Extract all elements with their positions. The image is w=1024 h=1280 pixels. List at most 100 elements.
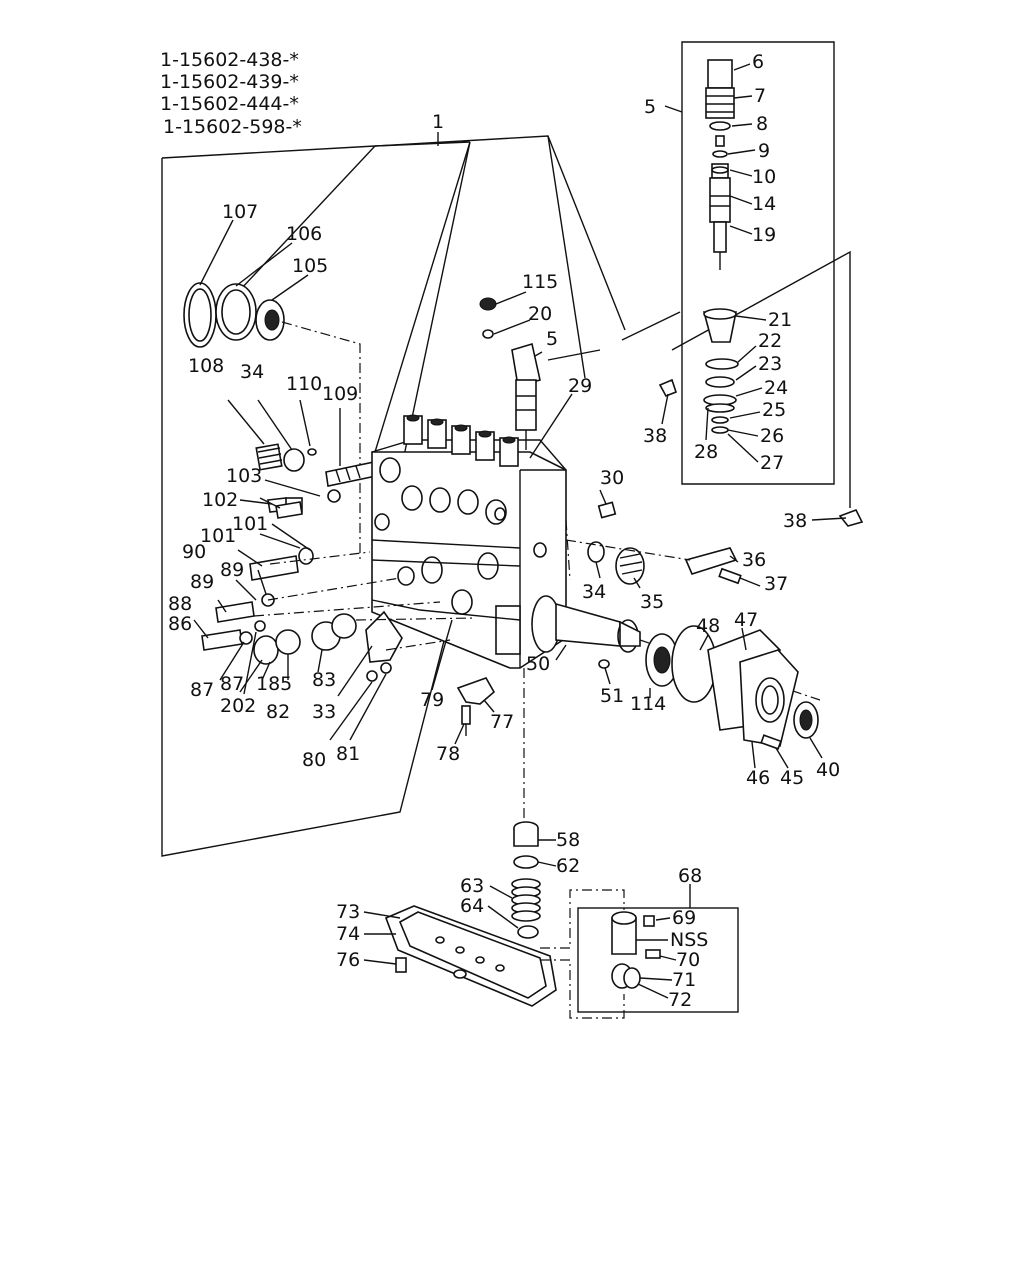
label-108: 108 [188,355,224,377]
label-86: 86 [168,613,192,635]
label-14: 14 [752,193,776,215]
label-110: 110 [286,373,322,395]
label-35: 35 [640,591,664,613]
plunger-spring [511,878,541,922]
label-7: 7 [754,85,766,107]
delivery-valve-frame [547,41,851,508]
label-nss: NSS [670,929,708,951]
label-51: 51 [600,685,624,707]
label-64: 64 [460,895,484,917]
label-20: 20 [528,303,552,325]
coupling-parts [565,489,761,589]
pump-body [371,291,573,669]
label-82: 82 [266,701,290,723]
label-25: 25 [762,399,786,421]
label-36: 36 [742,549,766,571]
header-part-number-3: 1-15602-444-* [160,93,299,115]
label-80: 80 [302,749,326,771]
label-89-left: 89 [190,571,214,593]
delivery-valve-parts [658,59,864,527]
part-labels: 1 5 6 7 8 9 10 14 19 21 22 23 24 25 26 2… [168,51,840,1011]
label-58: 58 [556,829,580,851]
label-38-left: 38 [643,425,667,447]
label-68: 68 [678,865,702,887]
label-114: 114 [630,693,666,715]
label-73: 73 [336,901,360,923]
tappet-parts [487,668,557,939]
label-107: 107 [222,201,258,223]
header-part-number-1: 1-15602-438-* [160,49,299,71]
label-83: 83 [312,669,336,691]
label-79: 79 [420,689,444,711]
label-202: 202 [220,695,256,717]
label-19: 19 [752,224,776,246]
label-101-left: 101 [200,525,236,547]
label-47: 47 [734,609,758,631]
label-185: 185 [256,673,292,695]
label-106: 106 [286,223,322,245]
label-24: 24 [764,377,788,399]
label-9: 9 [758,140,770,162]
label-5-inlet: 5 [546,328,558,350]
side-plugs [193,497,477,741]
label-72: 72 [668,989,692,1011]
label-70: 70 [676,949,700,971]
header-part-number-4: 1-15602-598-* [163,116,302,138]
label-38-right: 38 [783,510,807,532]
clip-38a [658,378,677,398]
label-62: 62 [556,855,580,877]
label-71: 71 [672,969,696,991]
label-10: 10 [752,166,776,188]
header-part-number-2: 1-15602-439-* [160,71,299,93]
injector-outlets [403,414,519,467]
label-1: 1 [432,111,444,133]
label-81: 81 [336,743,360,765]
label-101-right: 101 [232,513,268,535]
label-63: 63 [460,875,484,897]
label-33: 33 [312,701,336,723]
label-34-upper: 34 [240,361,264,383]
label-29: 29 [568,375,592,397]
label-87-left: 87 [190,679,214,701]
label-103: 103 [226,465,262,487]
label-28: 28 [694,441,718,463]
bearing-parts [183,219,361,560]
label-37: 37 [764,573,788,595]
label-77: 77 [490,711,514,733]
label-102: 102 [202,489,238,511]
assembly-outline [161,132,626,857]
label-21: 21 [768,309,792,331]
label-48: 48 [696,615,720,637]
clip-38b [838,508,864,527]
label-23: 23 [758,353,782,375]
roller-tappet-box [577,884,739,1013]
lower-clamp-parts [431,619,496,745]
governor-small-parts [227,399,377,513]
label-78: 78 [436,743,460,765]
label-69: 69 [672,907,696,929]
label-5-top: 5 [644,96,656,118]
label-74: 74 [336,923,360,945]
label-87-right: 87 [220,673,244,695]
label-6: 6 [752,51,764,73]
label-34-lower: 34 [582,581,606,603]
end-cover-parts [645,625,823,769]
label-90: 90 [182,541,206,563]
label-115: 115 [522,271,558,293]
bottom-cover [363,889,625,1019]
label-40: 40 [816,759,840,781]
label-8: 8 [756,113,768,135]
label-89-right: 89 [220,559,244,581]
label-30: 30 [600,467,624,489]
label-45: 45 [780,767,804,789]
label-105: 105 [292,255,328,277]
delivery-valve-holder [707,59,733,89]
label-109: 109 [322,383,358,405]
label-27: 27 [760,452,784,474]
header-part-numbers: 1-15602-438-* 1-15602-439-* 1-15602-444-… [160,49,302,138]
label-22: 22 [758,330,782,352]
label-76: 76 [336,949,360,971]
camshaft [531,595,821,701]
label-46: 46 [746,767,770,789]
